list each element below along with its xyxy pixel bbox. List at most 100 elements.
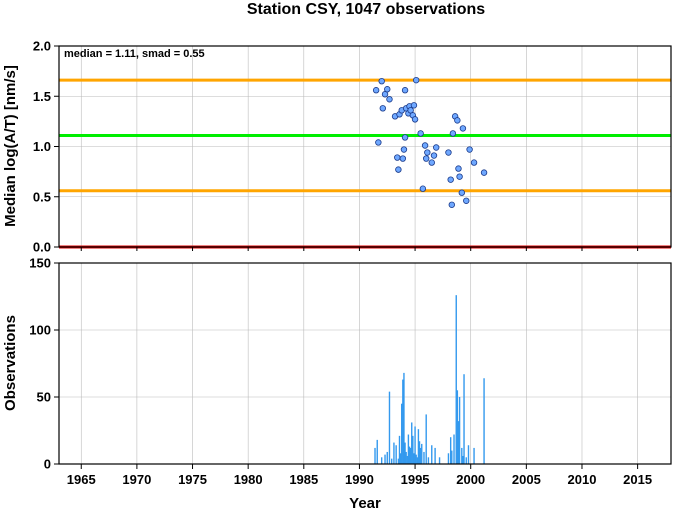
median-panel-grid [59,45,671,248]
xtick-label: 1995 [401,472,430,487]
median-panel-ylabel: Median log(A/T) [nm/s] [2,65,19,227]
ytick-label: 1.5 [33,89,51,104]
data-point [399,155,407,162]
data-point [394,154,401,161]
xtick-label: 1985 [289,472,318,487]
xtick-label: 1970 [122,472,151,487]
observation-bar [413,453,415,464]
data-point [445,149,452,156]
observation-bar [458,397,461,464]
observation-bar [384,454,386,464]
observation-bar [406,455,408,464]
observation-bar [393,442,395,464]
data-point [401,134,409,141]
data-point [466,146,473,153]
data-point [459,125,467,132]
data-point [456,173,463,180]
observation-bar [438,457,441,464]
data-point [386,96,393,103]
xtick-label: 2000 [456,472,485,487]
observation-bar [419,447,422,464]
median-annotation: median = 1.11, smad = 0.55 [64,48,205,60]
data-point [375,139,382,146]
observation-bar [418,441,421,464]
data-point [463,197,470,204]
observations-panel-frame [58,262,672,465]
observation-bar [395,445,397,464]
ytick-label: 1.0 [33,139,51,154]
observation-bar [412,435,414,464]
data-point [455,165,462,172]
observation-bar [453,434,455,464]
data-point [433,144,440,151]
data-point [401,87,409,94]
observations-panel-xlabel: Year [349,495,381,511]
observation-bar [423,451,425,464]
data-point [411,116,419,123]
observation-bar [403,372,405,464]
data-point [454,117,461,124]
observation-bar [409,447,412,464]
ytick-label: 0.5 [33,189,51,204]
data-point [458,189,466,196]
median-panel-yaxis: 0.0 0.5 1.0 1.5 2.0 [33,39,639,255]
observation-bar [455,295,457,464]
ytick-label: 150 [29,256,51,271]
observation-bar [391,458,393,464]
data-point [419,185,427,192]
data-point [430,152,438,159]
observation-bar [408,446,411,464]
observation-bar [456,390,459,464]
ytick-label: 2.0 [33,39,51,54]
data-point [480,169,488,176]
data-point [424,149,431,156]
data-point [410,102,418,109]
observation-bar [463,374,465,464]
ytick-label: 0.0 [33,240,51,255]
xtick-label: 1980 [234,472,263,487]
xtick-label: 2015 [623,472,652,487]
observations-panel-ylabel: Observations [2,315,19,411]
data-point [384,86,391,93]
data-point [448,201,455,208]
observation-bar [374,447,376,464]
observations-panel-grid [59,262,671,465]
observation-bar [397,458,400,464]
data-point [395,166,402,173]
observation-bar [398,435,401,464]
observation-bar [467,445,470,464]
observation-bar [462,455,464,464]
data-point [417,130,424,137]
observation-bar [465,457,467,464]
xtick-label: 1965 [67,472,96,487]
data-point [412,76,420,84]
median-panel: 0.0 0.5 1.0 1.5 2.0 median = 1.11, smad = 0.… [2,39,672,255]
data-point [378,77,385,85]
observation-bar [402,379,404,464]
observation-bar [399,453,402,464]
ytick-label: 100 [29,323,51,338]
data-point [447,176,454,183]
observation-bar [457,421,460,464]
observation-bar [434,447,436,464]
observation-bar [417,429,420,464]
chart-title: Station CSY, 1047 observations [247,1,485,18]
data-point [449,130,457,137]
xtick-label: 2005 [512,472,541,487]
observation-bar [405,451,407,464]
observations-panel-bars [374,295,485,464]
data-point [470,159,478,166]
data-point [372,87,380,94]
xtick-label: 1990 [345,472,374,487]
observation-bar [401,403,403,464]
observation-bar [447,453,450,464]
observation-bar [473,447,475,464]
observation-bar [376,439,378,464]
observation-bar [415,454,417,464]
xtick-label: 2010 [568,472,597,487]
observation-bar [451,450,453,464]
observation-bar [380,457,383,464]
ytick-label: 0 [44,457,51,472]
